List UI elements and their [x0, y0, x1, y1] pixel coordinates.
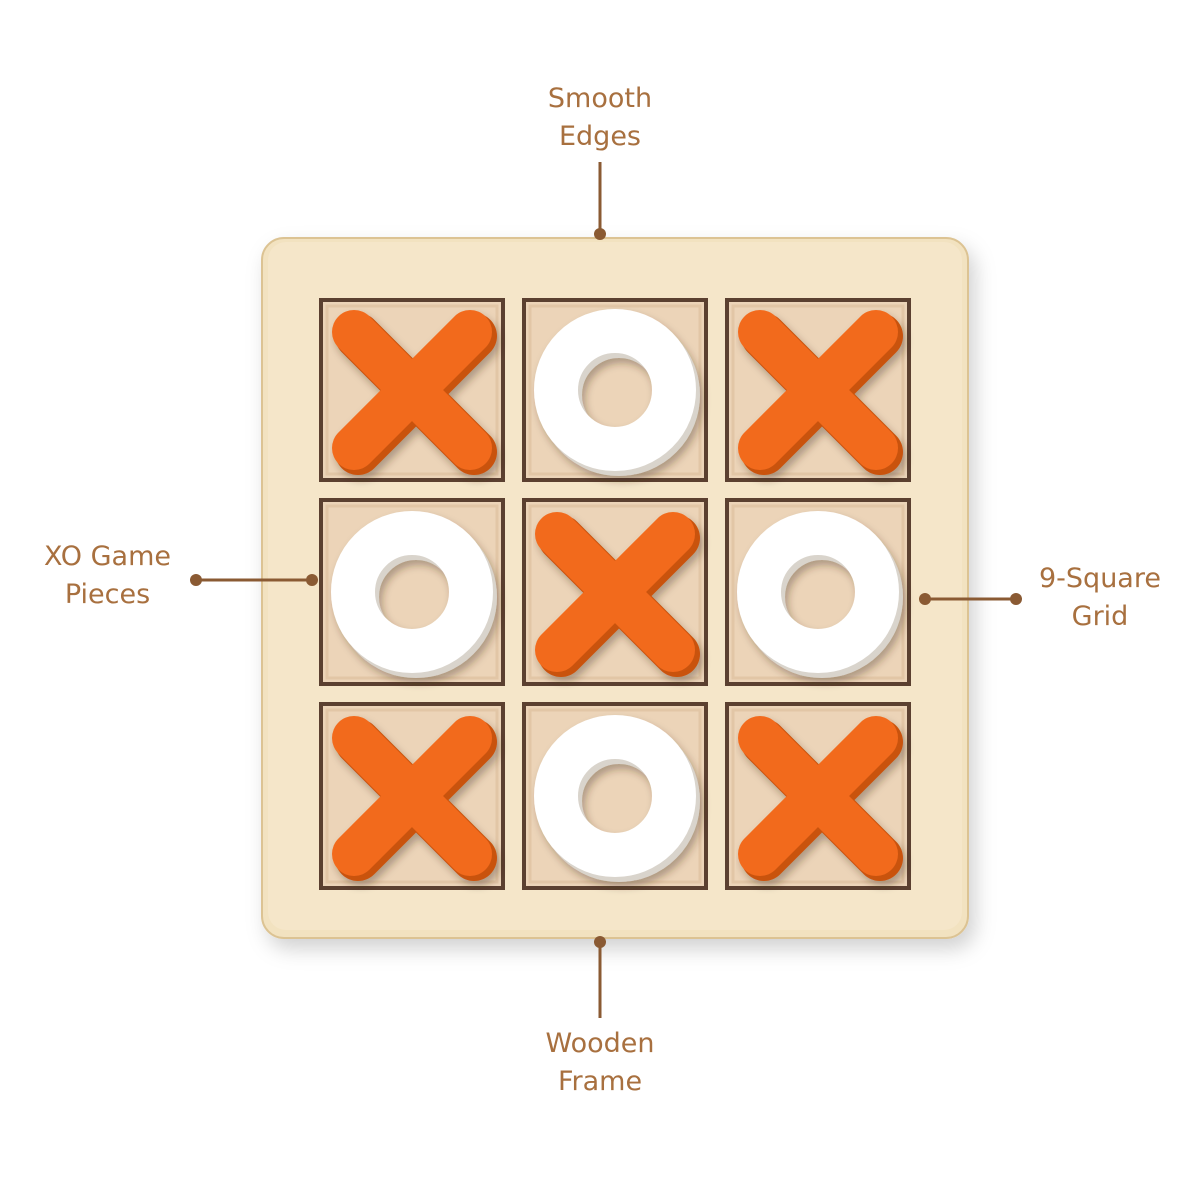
x-piece	[332, 716, 497, 881]
callout-smooth-edges: Smooth Edges	[500, 80, 700, 156]
o-piece-face	[331, 511, 493, 673]
o-piece-face	[737, 511, 899, 673]
x-piece-arm	[332, 716, 492, 876]
x-piece	[332, 310, 497, 475]
leader-dot-right-outer	[1010, 593, 1022, 605]
callout-xo-game-pieces: XO Game Pieces	[20, 538, 195, 614]
x-piece	[535, 512, 700, 677]
o-piece	[534, 309, 700, 476]
o-piece	[534, 715, 700, 882]
o-piece-face	[534, 309, 696, 471]
grid-cell-recess	[325, 504, 499, 680]
x-piece	[738, 310, 903, 475]
x-piece-arm	[738, 310, 898, 470]
grid-cell-recess	[731, 504, 905, 680]
leader-dot-bottom	[594, 936, 606, 948]
callout-bottom-line1: Wooden	[545, 1028, 655, 1059]
callout-top-line2: Edges	[558, 121, 641, 152]
leader-dot-right-inner	[919, 593, 931, 605]
callout-right-line1: 9-Square	[1039, 563, 1161, 594]
callout-wooden-frame: Wooden Frame	[500, 1025, 700, 1101]
o-piece	[331, 511, 497, 678]
callout-bottom-line2: Frame	[557, 1066, 643, 1097]
leader-dot-left-outer	[190, 574, 202, 586]
x-piece-arm	[535, 512, 695, 672]
x-piece-arm	[332, 310, 492, 470]
grid-cell-recess	[325, 708, 499, 884]
xo-game-pieces	[331, 309, 903, 882]
leader-dot-left-inner	[306, 574, 318, 586]
grid-cell-recess	[325, 304, 499, 476]
callout-9-square-grid: 9-Square Grid	[1010, 560, 1190, 636]
callout-left-line2: Pieces	[64, 579, 151, 610]
callout-leaders	[190, 162, 1022, 1018]
grid-cell-recess	[731, 304, 905, 476]
callout-left-line1: XO Game	[44, 541, 171, 572]
callout-top-line1: Smooth	[547, 83, 653, 114]
grid-cell-recess	[528, 708, 702, 884]
grid-cell-recess	[731, 708, 905, 884]
x-piece-arm	[738, 716, 898, 876]
leader-dot-top	[594, 228, 606, 240]
o-piece	[737, 511, 903, 678]
callout-right-line2: Grid	[1071, 601, 1129, 632]
o-piece-face	[534, 715, 696, 877]
x-piece	[738, 716, 903, 881]
grid-cell-recess	[528, 504, 702, 680]
